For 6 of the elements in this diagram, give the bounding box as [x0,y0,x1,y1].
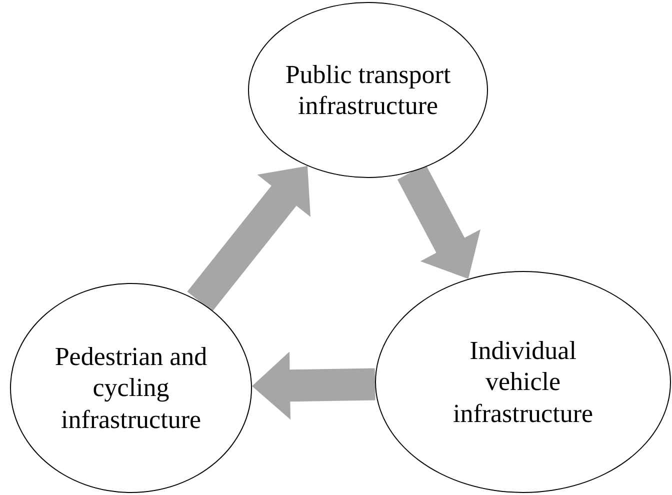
node-label: Public transport infrastructure [284,58,452,122]
node-label: Individual vehicle infrastructure [452,335,594,429]
node-label: Pedestrian and cycling infrastructure [54,341,208,435]
block-arrow [397,164,480,279]
block-arrow [187,166,310,312]
block-arrow [252,352,376,420]
